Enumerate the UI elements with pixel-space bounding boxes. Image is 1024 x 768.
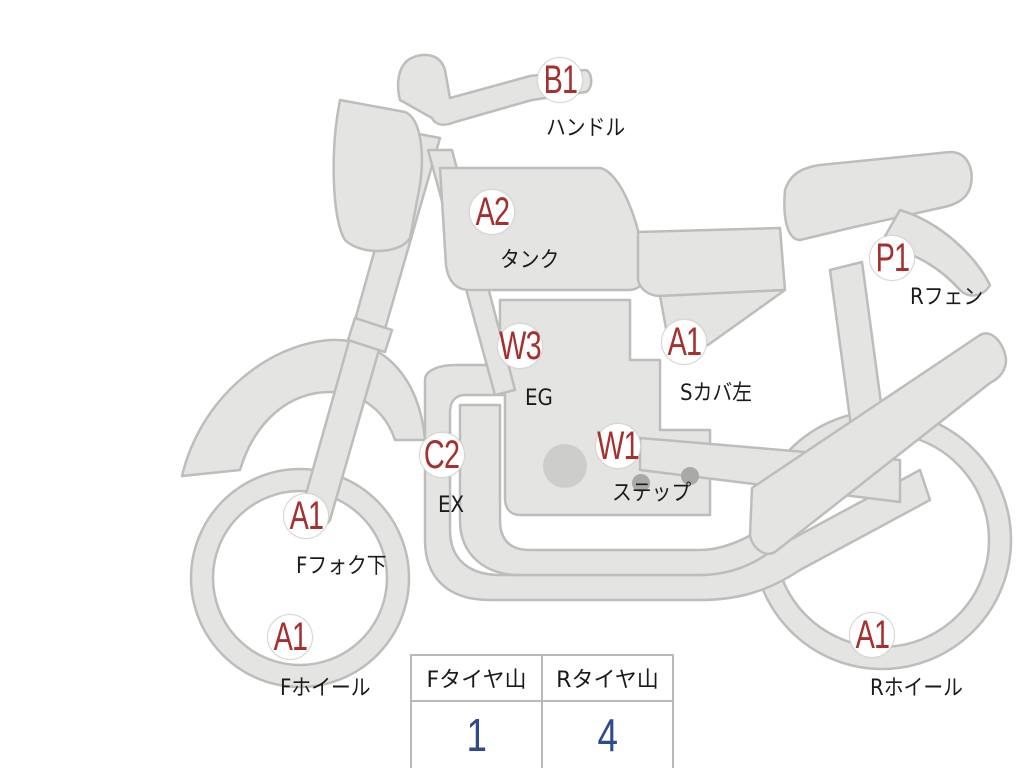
front-tread-value: 1 <box>466 709 487 761</box>
front-tread-header: Fタイヤ山 <box>410 654 543 702</box>
label-step: ステップ <box>612 481 692 506</box>
front-wheel-shape <box>189 467 411 689</box>
fork-boot-shape <box>346 316 394 354</box>
rear-tread-value: 4 <box>597 709 618 761</box>
label-rear-fender: Rフェン <box>910 285 984 310</box>
marker-code: B1 <box>543 58 578 102</box>
marker-code: W3 <box>499 324 541 368</box>
marker-side-cover-left[interactable]: A1 <box>661 319 707 365</box>
label-exhaust: EX <box>438 493 465 518</box>
front-tread-cell: 1 <box>410 700 543 768</box>
headlight-shape <box>332 98 424 253</box>
muffler-shape <box>748 332 1008 555</box>
rear-tread-header: Rタイヤ山 <box>541 654 674 702</box>
marker-tank[interactable]: A2 <box>469 189 515 235</box>
tire-tread-table: Fタイヤ山 Rタイヤ山 1 4 <box>410 654 674 768</box>
marker-handle[interactable]: B1 <box>537 57 583 103</box>
label-front-fork-lower: Fフォク下 <box>296 554 387 579</box>
marker-engine[interactable]: W3 <box>497 323 543 369</box>
label-tank: タンク <box>500 248 560 273</box>
label-front-wheel: Fホイール <box>280 676 371 701</box>
label-handle: ハンドル <box>546 116 626 141</box>
marker-rear-wheel[interactable]: A1 <box>849 612 895 658</box>
table-row: 1 4 <box>410 700 674 768</box>
label-side-cover-left: Sカバ左 <box>680 381 752 406</box>
marker-front-fork-lower[interactable]: A1 <box>283 493 329 539</box>
label-rear-wheel: Rホイール <box>870 676 963 701</box>
marker-code: A1 <box>667 320 702 364</box>
engine-cover-shape <box>543 444 587 488</box>
front-fender-shape <box>180 338 427 478</box>
marker-code: W1 <box>597 424 639 468</box>
seat-shape <box>783 150 973 242</box>
footpeg-rear-shape <box>681 467 699 485</box>
rear-tread-cell: 4 <box>541 700 674 768</box>
marker-exhaust[interactable]: C2 <box>419 432 465 478</box>
marker-code: C2 <box>424 433 460 477</box>
marker-code: A1 <box>855 613 890 657</box>
marker-code: P1 <box>875 236 910 280</box>
table-header-row: Fタイヤ山 Rタイヤ山 <box>410 654 674 702</box>
marker-code: A1 <box>273 615 308 659</box>
marker-rear-fender[interactable]: P1 <box>869 235 915 281</box>
rear-fender-shape <box>878 208 992 297</box>
handlebar-shape <box>396 53 593 126</box>
marker-step[interactable]: W1 <box>595 423 641 469</box>
footpeg-shape <box>632 474 650 492</box>
marker-code: A1 <box>289 494 324 538</box>
label-engine: EG <box>525 386 553 411</box>
marker-front-wheel[interactable]: A1 <box>267 614 313 660</box>
side-cover-shape <box>636 226 787 298</box>
marker-code: A2 <box>475 190 510 234</box>
